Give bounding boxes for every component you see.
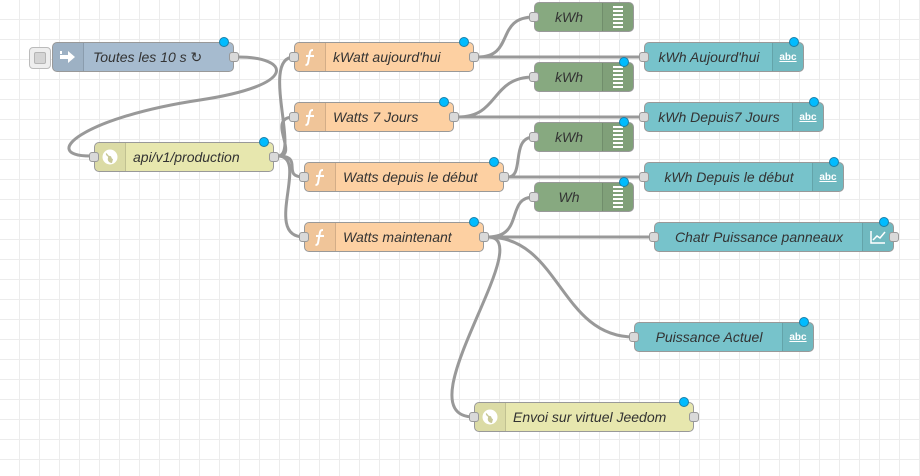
ui-text-input-port[interactable] (639, 52, 649, 62)
debug-node-label: kWh (555, 69, 583, 85)
function-input-port[interactable] (289, 52, 299, 62)
abc-text-icon: abc (812, 163, 843, 191)
debug-node-label: Wh (558, 189, 580, 205)
function-icon (295, 103, 326, 131)
changed-indicator (809, 97, 819, 107)
ui-text-input-port[interactable] (639, 112, 649, 122)
function-node-kwatt[interactable]: kWatt aujourd'hui (289, 37, 479, 72)
wire-wmaint-http2 (450, 235, 502, 419)
function-node-wmaint[interactable]: Watts maintenant (299, 217, 489, 252)
http-request-node-jeedom[interactable]: Envoi sur virtuel Jeedom (469, 397, 699, 432)
wire-http-fn-wmaint (277, 154, 305, 239)
changed-indicator (259, 137, 269, 147)
http-input-port[interactable] (469, 412, 479, 422)
debug-input-port[interactable] (529, 192, 539, 202)
ui-text-node-label: Puissance Actuel (655, 329, 763, 345)
ui-text-input-port[interactable] (629, 332, 639, 342)
function-node-label: Watts maintenant (343, 229, 452, 245)
ui-chart-input-port[interactable] (649, 232, 659, 242)
ui-chart-output-port[interactable] (889, 232, 899, 242)
ui-text-node[interactable]: Puissance Actuel abc (629, 317, 814, 352)
ui-text-node-label: kWh Depuis le début (664, 169, 794, 185)
wire-wdeb-dbg3 (507, 135, 535, 179)
changed-indicator (489, 157, 499, 167)
function-input-port[interactable] (289, 112, 299, 122)
changed-indicator (469, 217, 479, 227)
http-node-label: Envoi sur virtuel Jeedom (513, 409, 667, 425)
http-output-port[interactable] (269, 152, 279, 162)
function-output-port[interactable] (499, 172, 509, 182)
function-node-wdeb[interactable]: Watts depuis le début (299, 157, 509, 192)
inject-node[interactable]: Toutes les 10 s ↻ (29, 37, 239, 72)
ui-text-node-label: kWh Depuis7 Jours (658, 109, 780, 125)
globe-icon (475, 403, 506, 431)
debug-list-icon (602, 63, 633, 91)
inject-node-label: Toutes les 10 s ↻ (93, 48, 203, 65)
function-icon (305, 163, 336, 191)
function-icon (305, 223, 336, 251)
function-node-label: kWatt aujourd'hui (333, 49, 441, 65)
globe-icon (95, 143, 126, 171)
wire-inject-http (67, 55, 278, 158)
abc-text-icon: abc (782, 323, 813, 351)
inject-arrow-icon (53, 43, 84, 71)
function-node-label: Watts 7 Jours (333, 109, 419, 125)
debug-list-icon (602, 3, 633, 31)
debug-node[interactable]: kWh (529, 57, 634, 92)
function-output-port[interactable] (479, 232, 489, 242)
changed-indicator (219, 37, 229, 47)
changed-indicator (459, 37, 469, 47)
http-input-port[interactable] (89, 152, 99, 162)
function-input-port[interactable] (299, 172, 309, 182)
debug-input-port[interactable] (529, 12, 539, 22)
changed-indicator (679, 397, 689, 407)
function-node-label: Watts depuis le début (343, 169, 478, 185)
function-icon (295, 43, 326, 71)
changed-indicator (619, 57, 629, 67)
inject-trigger-button[interactable] (29, 47, 51, 69)
ui-text-input-port[interactable] (639, 172, 649, 182)
changed-indicator (799, 317, 809, 327)
http-output-port[interactable] (689, 412, 699, 422)
wire-wmaint-txt4 (487, 235, 635, 339)
chart-line-icon (862, 223, 893, 251)
function-input-port[interactable] (299, 232, 309, 242)
debug-node-label: kWh (555, 9, 583, 25)
changed-indicator (439, 97, 449, 107)
changed-indicator (829, 157, 839, 167)
function-output-port[interactable] (449, 112, 459, 122)
changed-indicator (619, 117, 629, 127)
ui-text-node[interactable]: kWh Aujourd'hui abc (639, 37, 804, 72)
wire-kwatt-dbg1 (477, 15, 535, 59)
debug-node[interactable]: kWh (529, 2, 634, 32)
wire-http-fn-w7 (277, 115, 295, 158)
debug-list-icon (602, 183, 633, 211)
changed-indicator (789, 37, 799, 47)
debug-list-icon (602, 123, 633, 151)
changed-indicator (619, 177, 629, 187)
function-output-port[interactable] (469, 52, 479, 62)
ui-text-node[interactable]: kWh Depuis le début abc (639, 157, 844, 192)
debug-input-port[interactable] (529, 72, 539, 82)
inject-output-port[interactable] (229, 52, 239, 62)
wire-http-fn-kwatt (277, 55, 295, 158)
function-node-w7[interactable]: Watts 7 Jours (289, 97, 459, 132)
ui-text-node[interactable]: kWh Depuis7 Jours abc (639, 97, 824, 132)
ui-chart-node[interactable]: Chatr Puissance panneaux (649, 217, 899, 252)
http-request-node[interactable]: api/v1/production (89, 137, 279, 172)
debug-node[interactable]: Wh (529, 177, 634, 212)
ui-text-node-label: kWh Aujourd'hui (658, 49, 760, 65)
abc-text-icon: abc (772, 43, 803, 71)
debug-input-port[interactable] (529, 132, 539, 142)
debug-node[interactable]: kWh (529, 117, 634, 152)
debug-node-label: kWh (555, 129, 583, 145)
http-node-label: api/v1/production (133, 149, 240, 165)
wire-wmaint-dbg4 (487, 195, 535, 239)
abc-text-icon: abc (792, 103, 823, 131)
wire-w7-dbg2 (457, 75, 535, 119)
changed-indicator (879, 217, 889, 227)
ui-chart-node-label: Chatr Puissance panneaux (674, 229, 844, 245)
